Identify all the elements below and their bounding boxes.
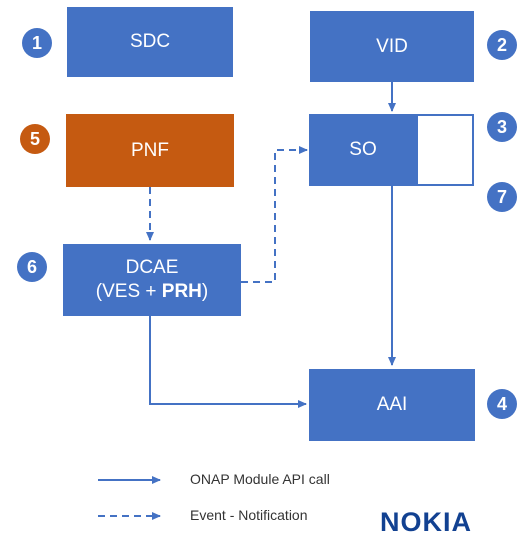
aai-label: AAI <box>376 394 408 416</box>
badge-aai-number: 4 <box>496 393 507 414</box>
dcae-sublabel-suffix: ) <box>201 281 209 302</box>
dcae-sublabel-prh: PRH <box>161 281 202 302</box>
badge-aai: 4 <box>487 389 517 419</box>
dcae-box: DCAE (VES + PRH) <box>63 244 241 316</box>
legend-api-call-label: ONAP Module API call <box>190 471 330 487</box>
badge-sdc: 1 <box>22 28 52 58</box>
so-extension-box <box>416 114 474 186</box>
arrow-dcae-to-aai <box>149 316 307 408</box>
dcae-sublabel: (VES + PRH) <box>96 280 208 304</box>
pnf-box: PNF <box>66 114 234 187</box>
vid-box: VID <box>310 11 474 82</box>
so-label: SO <box>349 139 377 161</box>
sdc-box: SDC <box>67 7 233 77</box>
badge-so-secondary-number: 7 <box>496 186 507 207</box>
dcae-sublabel-prefix: (VES + <box>95 281 162 302</box>
badge-pnf: 5 <box>20 124 50 154</box>
badge-so: 3 <box>487 112 517 142</box>
dcae-label: DCAE <box>125 257 179 279</box>
badge-sdc-number: 1 <box>31 32 42 53</box>
badge-dcae: 6 <box>17 252 47 282</box>
badge-vid: 2 <box>487 30 517 60</box>
badge-pnf-number: 5 <box>29 128 40 149</box>
badge-so-secondary: 7 <box>487 182 517 212</box>
nokia-logo: NOKIA <box>380 507 472 537</box>
vid-label: VID <box>376 35 408 57</box>
badge-dcae-number: 6 <box>26 256 37 277</box>
legend-event-label: Event - Notification <box>190 507 308 523</box>
aai-box: AAI <box>309 369 475 441</box>
event-dcae-to-so <box>241 146 308 283</box>
badge-so-number: 3 <box>496 116 507 137</box>
badge-vid-number: 2 <box>496 34 507 55</box>
pnf-label: PNF <box>131 139 169 161</box>
so-box: SO <box>309 114 417 186</box>
sdc-label: SDC <box>129 31 171 53</box>
